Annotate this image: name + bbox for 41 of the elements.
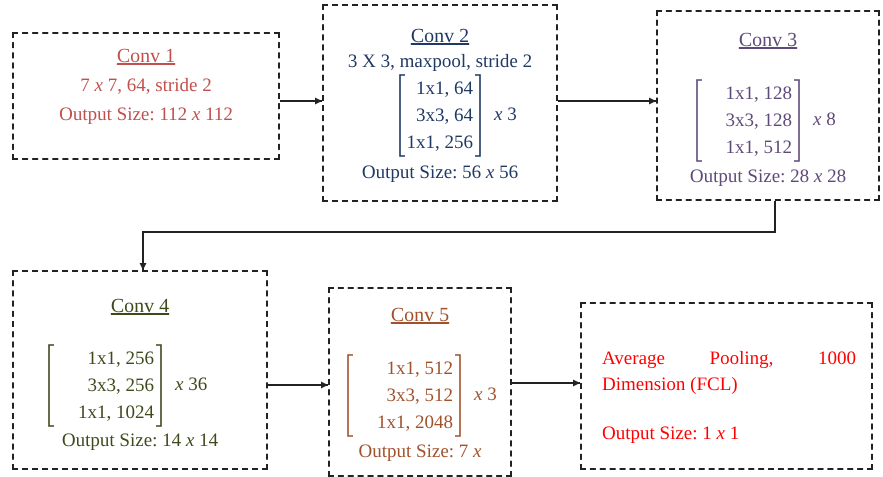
dashed-layer-box	[12, 270, 268, 470]
arrow	[280, 98, 322, 104]
output-size-text: Output Size: 112 x 112	[59, 103, 233, 127]
matrix-row-text: 1x1, 64	[416, 77, 473, 101]
matrix-row-text: 1x1, 128	[726, 82, 792, 106]
layer-spec-text: 3 X 3, maxpool, stride 2	[348, 50, 532, 74]
matrix-row-text: 1x1, 512	[386, 357, 453, 381]
layer-title: Conv 5	[390, 303, 450, 327]
matrix-row-text: 3x3, 64	[416, 104, 473, 128]
layer-title: Conv 2	[410, 24, 470, 48]
arrow	[558, 98, 656, 104]
matrix-row-text: 3x3, 128	[726, 109, 792, 133]
layer-title: Conv 4	[110, 294, 170, 318]
repeat-count: x 8	[813, 108, 836, 132]
arrow	[512, 380, 580, 386]
matrix-row-text: 1x1, 1024	[78, 401, 154, 425]
layer-title: Conv 1	[116, 44, 176, 68]
output-size-text: Output Size: 7 x	[358, 440, 482, 464]
layer-spec-text: Average Pooling, 1000 Dimension (FCL)	[602, 347, 856, 397]
dashed-layer-box	[322, 4, 558, 202]
dashed-layer-box	[12, 32, 280, 160]
matrix-row-text: 3x3, 256	[88, 374, 154, 398]
matrix-row-text: 1x1, 256	[88, 347, 154, 371]
arrow	[140, 201, 776, 270]
output-size-text: Output Size: 1 x 1	[602, 422, 740, 446]
matrix-row-text: 1x1, 2048	[377, 411, 453, 435]
matrix-row-text: 3x3, 512	[386, 384, 453, 408]
repeat-count: x 3	[474, 383, 497, 407]
layer-title: Conv 3	[738, 28, 798, 52]
repeat-count: x 36	[175, 373, 208, 397]
output-size-text: Output Size: 56 x 56	[362, 161, 518, 185]
layer-spec-text: 7 x 7, 64, stride 2	[80, 74, 212, 98]
output-size-text: Output Size: 14 x 14	[62, 429, 218, 453]
dashed-layer-box	[580, 302, 873, 470]
matrix-row-text: 1x1, 256	[406, 131, 473, 155]
matrix-row-text: 1x1, 512	[726, 136, 792, 160]
repeat-count: x 3	[494, 103, 517, 127]
arrow	[268, 382, 328, 388]
output-size-text: Output Size: 28 x 28	[690, 165, 846, 189]
dashed-layer-box	[328, 287, 512, 477]
dashed-layer-box	[656, 10, 880, 201]
